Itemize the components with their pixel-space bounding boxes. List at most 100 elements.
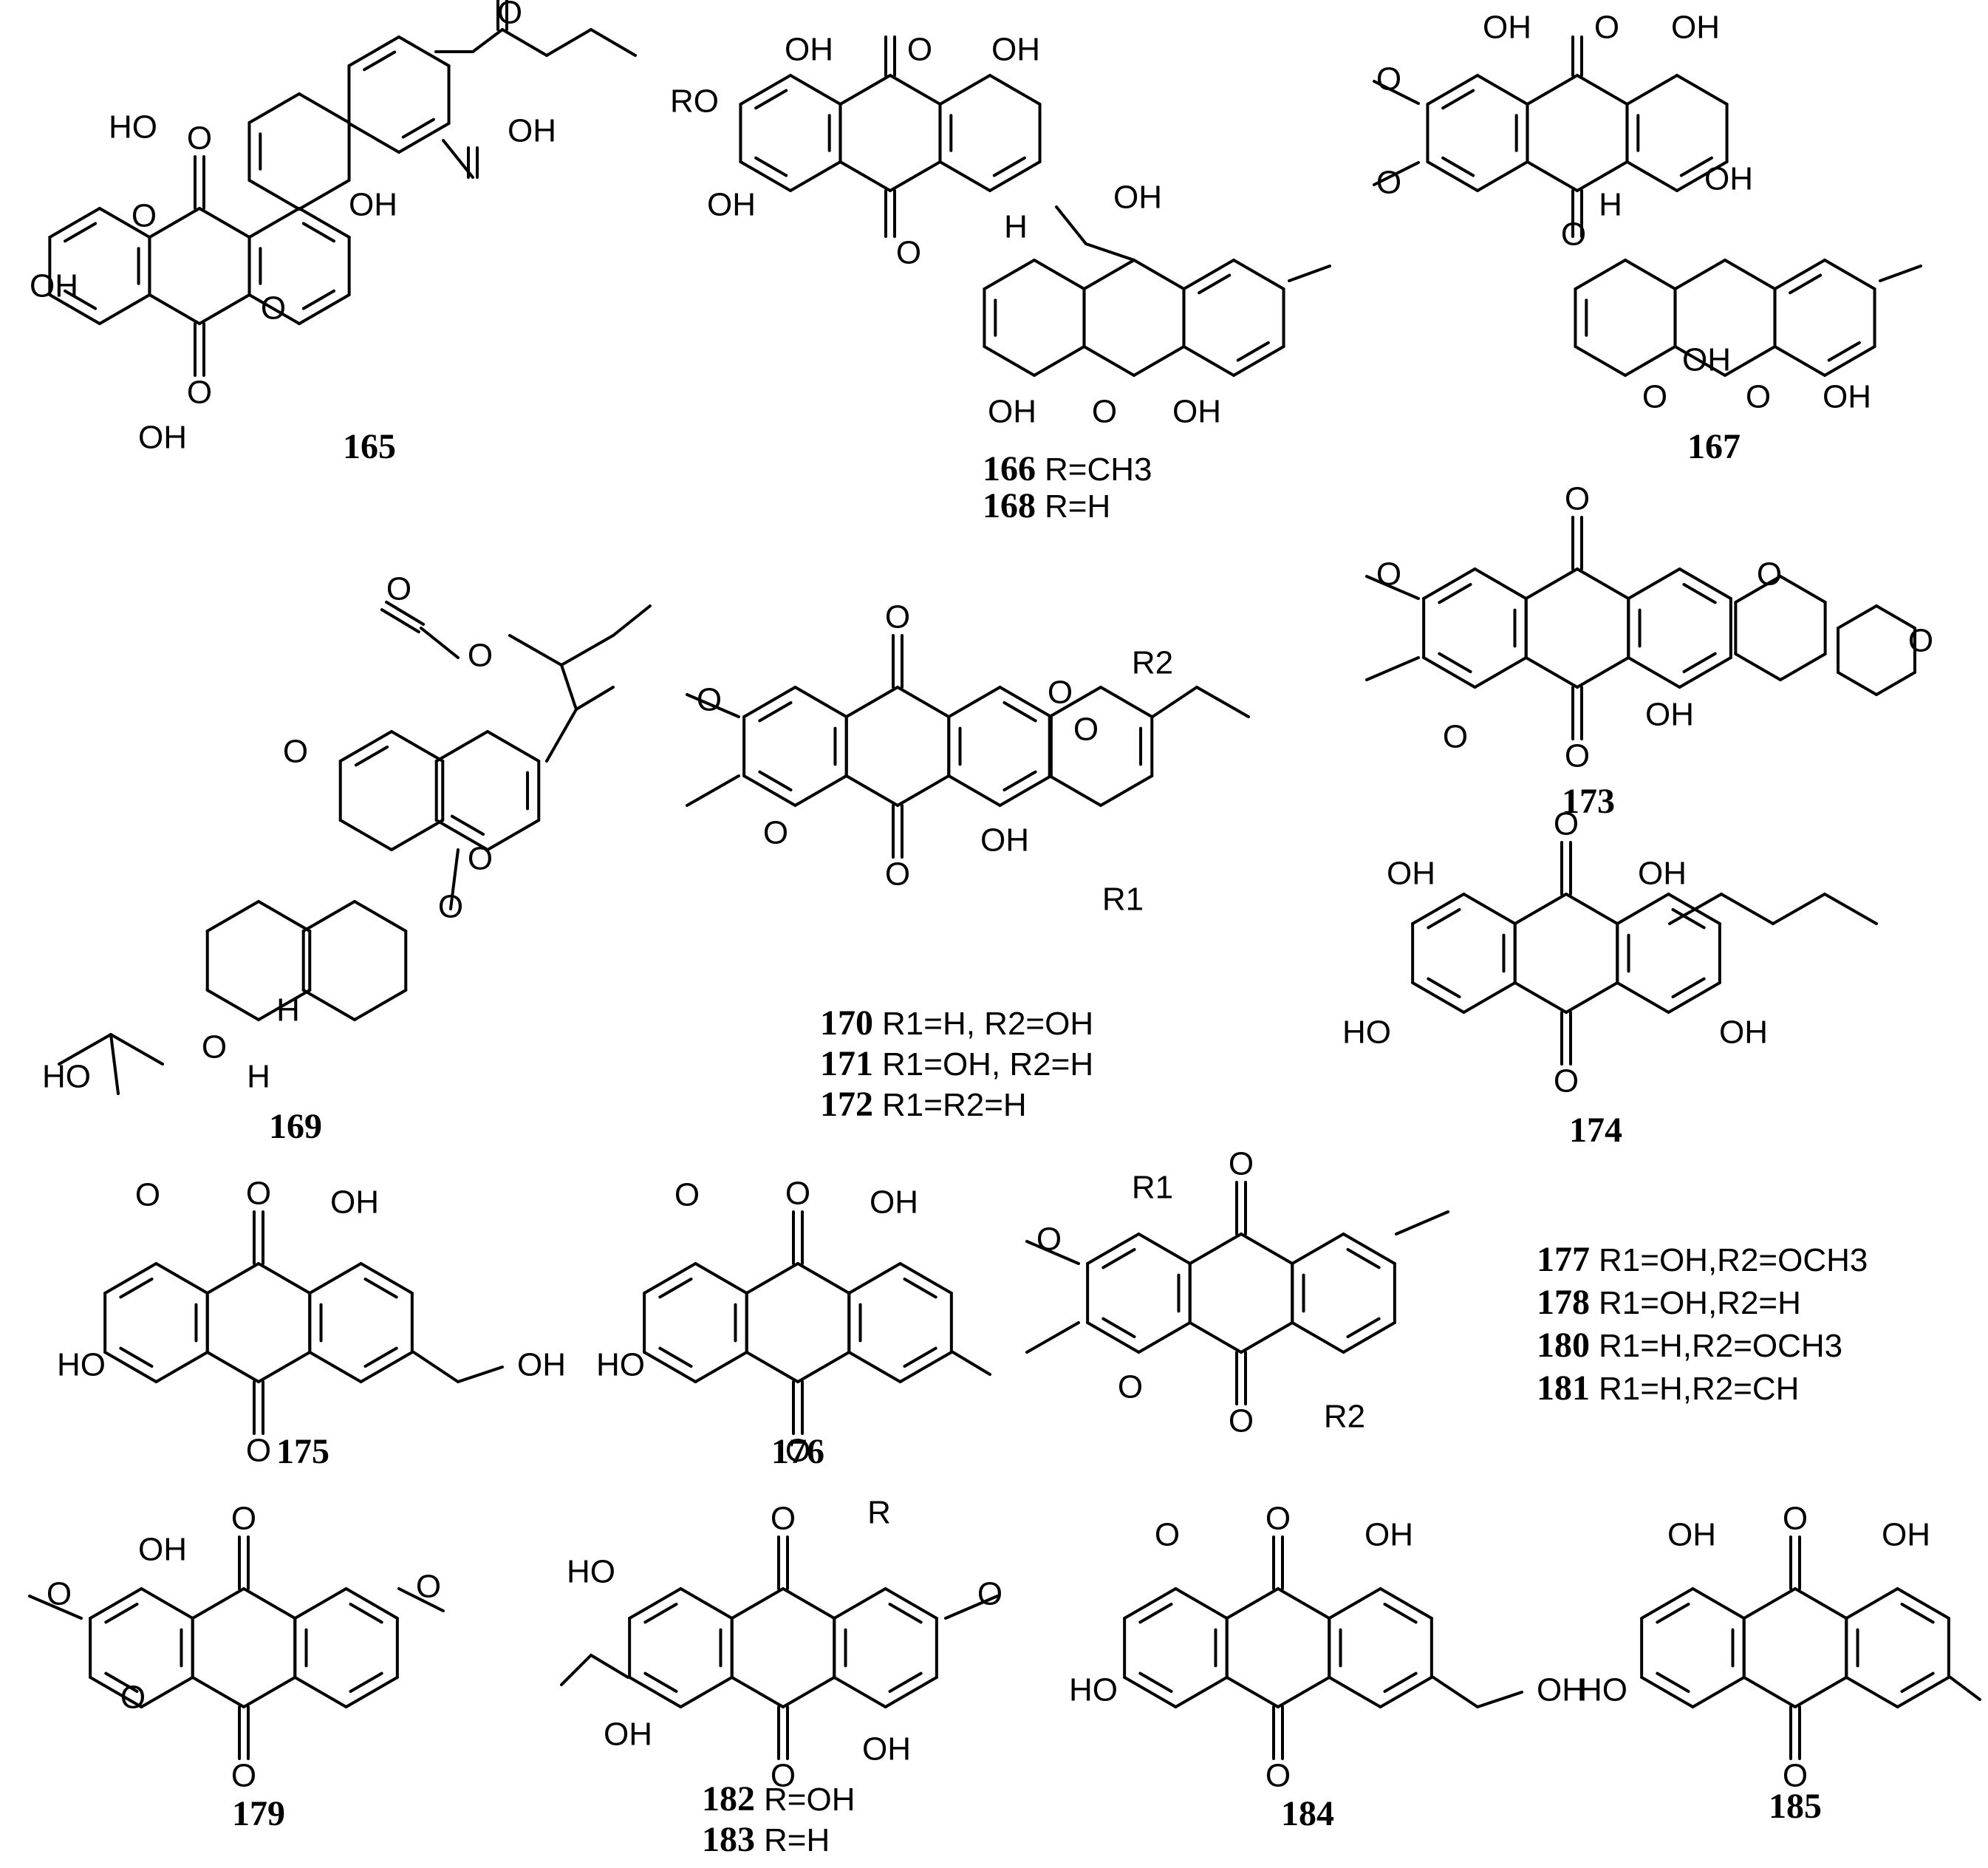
bond xyxy=(1624,345,1677,377)
atom-label: O xyxy=(1565,738,1590,774)
atom-label: O xyxy=(1229,1146,1254,1182)
bond xyxy=(1616,981,1670,1014)
compound-number: 178 xyxy=(1537,1283,1590,1322)
bond xyxy=(1328,1587,1382,1620)
atom-label: O xyxy=(1073,712,1099,748)
bond xyxy=(1133,345,1186,377)
compound-number: 165 xyxy=(343,427,396,466)
bond xyxy=(1188,1233,1243,1265)
atom-label: OH xyxy=(1364,1517,1413,1553)
atom-label: O xyxy=(1561,217,1586,253)
bond xyxy=(1524,656,1579,689)
atom-label: O xyxy=(1783,1758,1808,1794)
bond xyxy=(191,1587,245,1620)
atom-label: R1 xyxy=(1102,882,1144,918)
atom-label: O xyxy=(977,1576,1002,1612)
bond xyxy=(1724,259,1777,290)
bond xyxy=(944,1595,999,1620)
bond xyxy=(998,774,1053,807)
substituent-text: R1=H,R2=CH xyxy=(1599,1371,1799,1407)
bond xyxy=(545,708,578,763)
bond xyxy=(1055,205,1087,245)
bond xyxy=(1823,345,1876,377)
atom-label: O xyxy=(246,1433,271,1469)
bond xyxy=(359,1262,414,1295)
bond xyxy=(643,1351,697,1383)
bond xyxy=(896,686,951,718)
bond xyxy=(301,289,335,310)
bond xyxy=(242,1676,297,1708)
bond xyxy=(247,207,301,239)
bond xyxy=(1476,160,1529,192)
bond xyxy=(1565,893,1619,925)
bond xyxy=(1432,1676,1479,1708)
bond xyxy=(1086,1233,1141,1265)
bond xyxy=(1682,583,1717,604)
compound-number: 174 xyxy=(1569,1111,1622,1150)
bond xyxy=(89,1587,143,1620)
bond xyxy=(1082,259,1135,290)
atom-label: O xyxy=(261,290,286,327)
bond xyxy=(420,627,460,659)
atom-label: O xyxy=(1443,719,1468,755)
bond xyxy=(1574,345,1627,377)
bond xyxy=(1524,567,1579,600)
bond xyxy=(1879,265,1922,282)
bond xyxy=(1101,1317,1136,1338)
bond xyxy=(148,293,201,325)
atom-label: R xyxy=(867,1495,891,1531)
compound-number: 171 xyxy=(820,1044,873,1083)
atom-label: O xyxy=(231,1501,256,1537)
substituent-text: R1=H, R2=OH xyxy=(882,1006,1093,1042)
bond xyxy=(903,1278,937,1299)
bond xyxy=(1123,1676,1178,1708)
atom-label: HO xyxy=(42,1059,91,1095)
bond xyxy=(1291,1321,1345,1354)
bond xyxy=(896,774,951,807)
atom-label: O xyxy=(1376,556,1401,593)
bond xyxy=(643,1671,678,1693)
bond xyxy=(889,160,942,192)
bond xyxy=(1365,656,1420,681)
atom-label: OH xyxy=(707,187,756,223)
bond xyxy=(1232,259,1285,290)
bond xyxy=(1827,341,1861,362)
atom-label: R1 xyxy=(1132,1170,1173,1206)
bond xyxy=(109,1033,164,1066)
bond xyxy=(1779,652,1827,681)
bond xyxy=(397,122,451,154)
bond xyxy=(833,1676,887,1708)
bond xyxy=(471,28,504,53)
bond xyxy=(1678,567,1732,600)
bond xyxy=(1679,156,1713,177)
bond xyxy=(1048,686,1102,718)
bond xyxy=(947,686,1002,718)
atom-label: O xyxy=(771,1501,796,1537)
bond xyxy=(1328,1676,1382,1708)
atom-label: O xyxy=(1642,379,1667,415)
atom-label: O xyxy=(1594,10,1619,46)
bond xyxy=(257,1351,312,1383)
atom-label: O xyxy=(885,599,910,635)
compound-number: 177 xyxy=(1537,1240,1590,1279)
bond xyxy=(758,770,793,791)
bond xyxy=(612,604,652,637)
bond xyxy=(1411,893,1466,925)
bond xyxy=(1438,583,1472,604)
bond xyxy=(508,634,563,667)
substituent-text: R1=OH, R2=H xyxy=(882,1046,1093,1083)
atom-label: OH xyxy=(1537,1672,1585,1708)
bond xyxy=(308,1351,363,1383)
compound-number: 176 xyxy=(771,1432,824,1471)
bond xyxy=(1025,1240,1080,1265)
bond xyxy=(1627,567,1681,600)
atom-label: O xyxy=(674,1177,700,1213)
bond xyxy=(898,1351,953,1383)
bond xyxy=(1949,1676,1981,1701)
